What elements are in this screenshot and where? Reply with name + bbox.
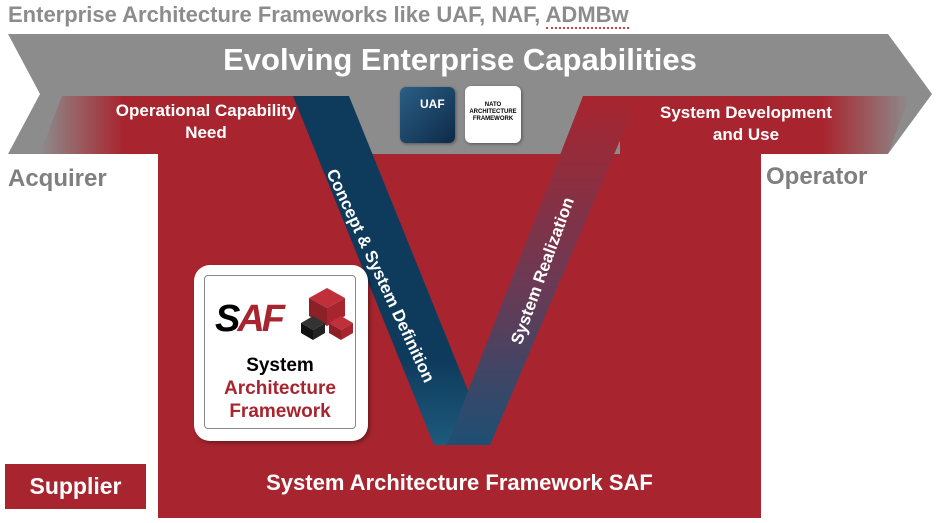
saf-logo-line1: System (246, 355, 314, 376)
sysdev-line1: System Development (660, 103, 832, 122)
use-region (620, 96, 910, 154)
opcap-line2: Need (185, 123, 227, 142)
opcap-line1: Operational Capability (115, 101, 297, 120)
uaf-logo-text: UAF (420, 97, 445, 111)
operator-label: Operator (766, 163, 868, 190)
saf-logo-frame: SAF System Architecture Framework (204, 275, 356, 429)
naf-line1: NATO (484, 102, 502, 108)
supplier-label: Supplier (5, 464, 146, 509)
saf-wordmark: SAF (215, 298, 285, 340)
uaf-logo: UAF (400, 87, 455, 143)
operational-capability-need: Operational Capability Need (96, 100, 316, 144)
saf-logo-line3: Framework (229, 401, 331, 422)
system-development-use: System Development and Use (626, 102, 866, 146)
need-region (40, 96, 318, 154)
v-right-arm (447, 96, 639, 445)
saf-logo-line2: Architecture (224, 378, 336, 399)
cubes-icon (301, 288, 353, 340)
saf-logo: SAF System Architecture Framework (194, 265, 368, 441)
saf-footer-label: System Architecture Framework SAF (266, 470, 653, 495)
naf-logo: NATO ARCHITECTURE FRAMEWORK (465, 86, 521, 143)
acquirer-label: Acquirer (8, 165, 107, 192)
banner-title: Evolving Enterprise Capabilities (223, 42, 697, 77)
v-left-arm (293, 96, 490, 445)
page-title: Enterprise Architecture Frameworks like … (8, 2, 629, 29)
naf-line3: FRAMEWORK (472, 116, 514, 122)
sysdev-line2: and Use (712, 125, 780, 144)
naf-line2: ARCHITECTURE (469, 109, 517, 115)
